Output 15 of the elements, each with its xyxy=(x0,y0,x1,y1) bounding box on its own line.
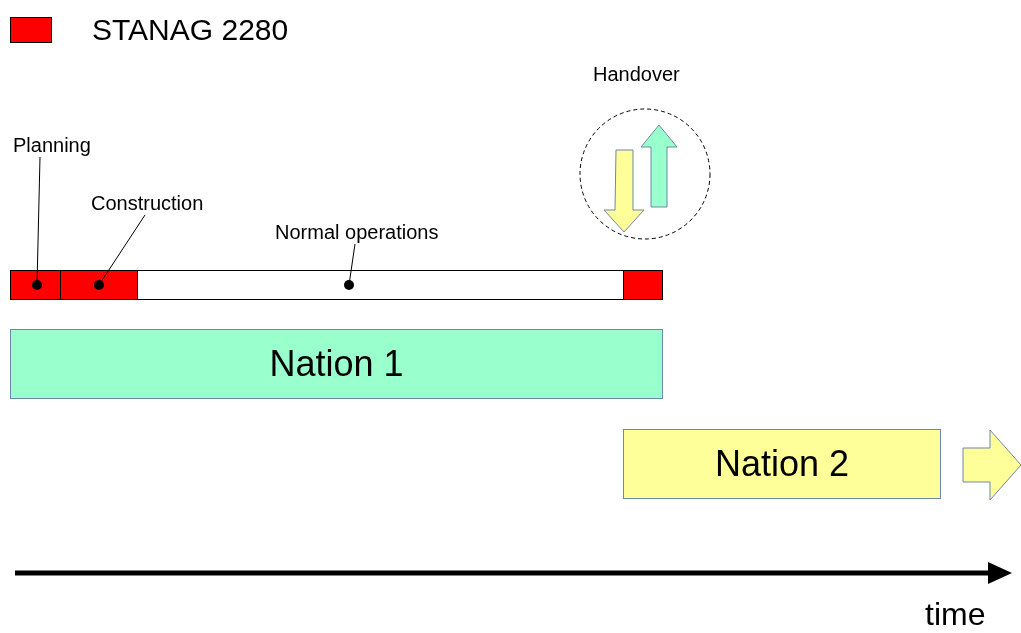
axis-label: time xyxy=(925,596,986,633)
operations-segment xyxy=(137,270,624,300)
handover-segment xyxy=(623,270,663,300)
phase-label: Planning xyxy=(13,133,103,157)
nation-bar: Nation 1 xyxy=(10,329,663,399)
leader-line xyxy=(94,214,146,290)
handover-label: Handover xyxy=(593,62,680,87)
legend-label: STANAG 2280 xyxy=(92,14,289,46)
phase-label: Construction xyxy=(91,191,219,215)
leader-line xyxy=(32,156,42,290)
leader-line xyxy=(344,243,356,290)
nation-bar: Nation 2 xyxy=(623,429,941,499)
phase-label: Normal operations xyxy=(275,220,461,244)
planning-segment xyxy=(10,270,61,300)
construction-segment xyxy=(60,270,138,300)
